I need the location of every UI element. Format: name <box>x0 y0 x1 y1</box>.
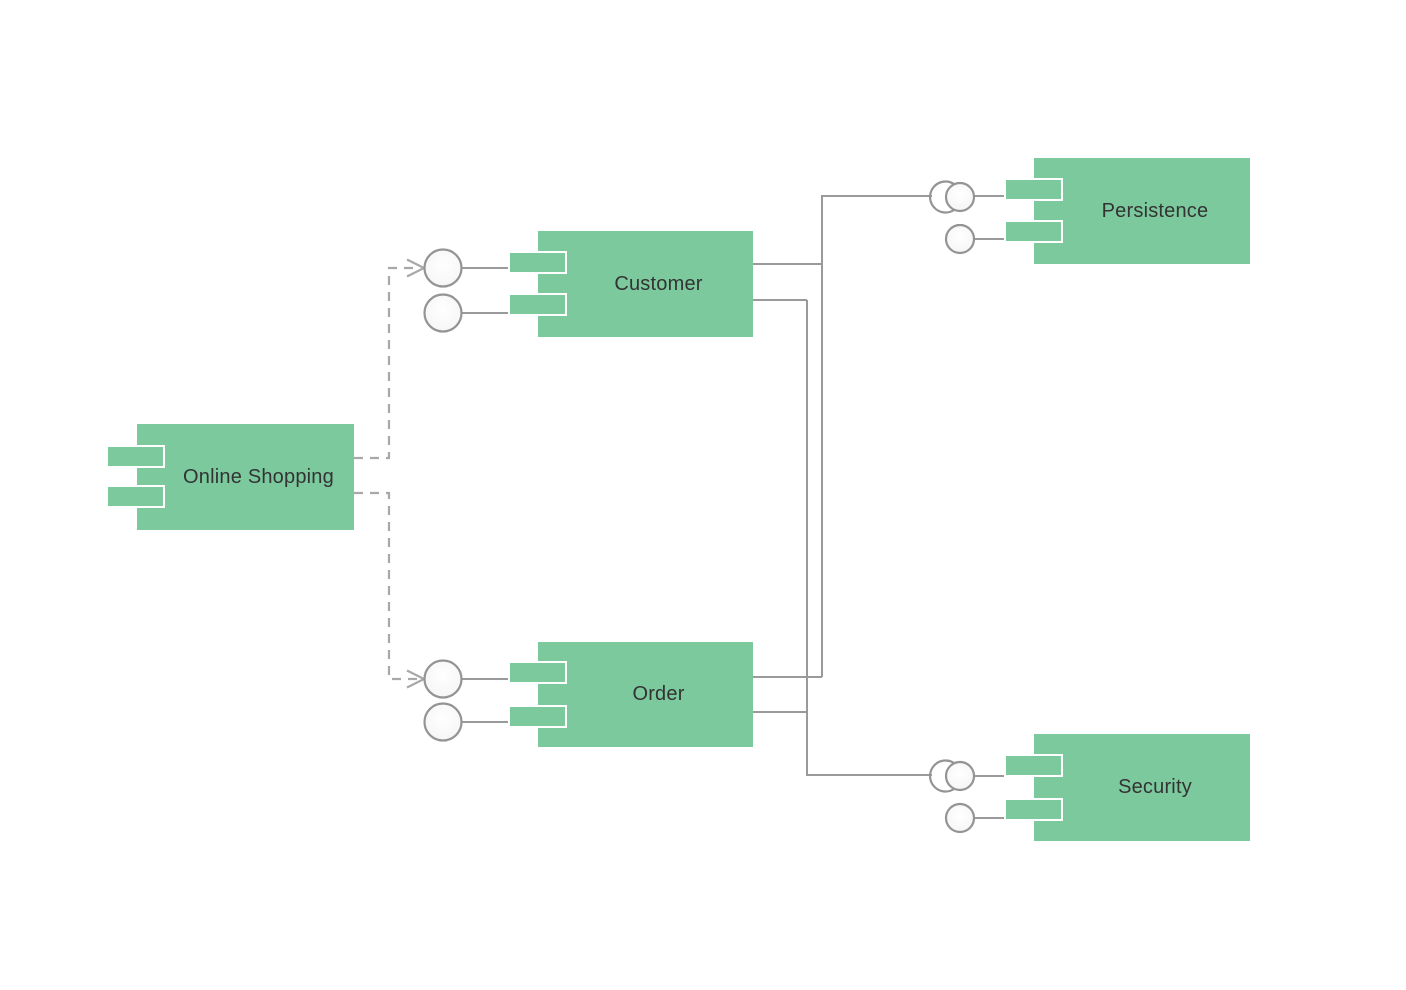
ball-interface-icon-persistence-2 <box>944 223 976 255</box>
socket-icon-security <box>929 759 955 793</box>
component-tab-icon-online-shopping-1 <box>106 445 165 468</box>
component-security: Security <box>1034 734 1250 841</box>
component-tab-icon-customer-2 <box>508 293 567 316</box>
component-tab-icon-order-2 <box>508 705 567 728</box>
dependency-connector-online-shopping-to-order <box>354 491 420 681</box>
component-tab-icon-customer-1 <box>508 251 567 274</box>
component-label-customer: Customer <box>614 272 703 295</box>
ball-interface-icon-customer-1 <box>423 248 463 288</box>
component-label-persistence: Persistence <box>1101 199 1209 222</box>
socket-icon-persistence <box>929 180 955 214</box>
component-tab-icon-security-1 <box>1004 754 1063 777</box>
component-online-shopping: Online Shopping <box>137 424 354 530</box>
component-customer: Customer <box>538 231 753 337</box>
component-persistence: Persistence <box>1034 158 1250 264</box>
component-tab-icon-online-shopping-2 <box>106 485 165 508</box>
component-label-order: Order <box>632 683 685 705</box>
assembly-connector-to-persistence <box>821 195 932 677</box>
component-label-online-shopping: Online Shopping <box>183 465 334 488</box>
ball-interface-icon-order-1 <box>423 659 463 699</box>
dependency-connector-online-shopping-to-customer <box>354 266 420 460</box>
component-tab-icon-persistence-1 <box>1004 178 1063 201</box>
component-label-security: Security <box>1118 776 1192 798</box>
component-tab-icon-persistence-2 <box>1004 220 1063 243</box>
ball-interface-icon-order-2 <box>423 702 463 742</box>
ball-interface-icon-security-2 <box>944 802 976 834</box>
ball-interface-icon-security-1 <box>944 760 976 792</box>
component-order: Order <box>538 642 753 747</box>
assembly-connector-to-security <box>806 300 932 776</box>
component-tab-icon-order-1 <box>508 661 567 684</box>
ball-interface-icon-customer-2 <box>423 293 463 333</box>
ball-interface-icon-persistence-1 <box>944 181 976 213</box>
component-tab-icon-security-2 <box>1004 798 1063 821</box>
